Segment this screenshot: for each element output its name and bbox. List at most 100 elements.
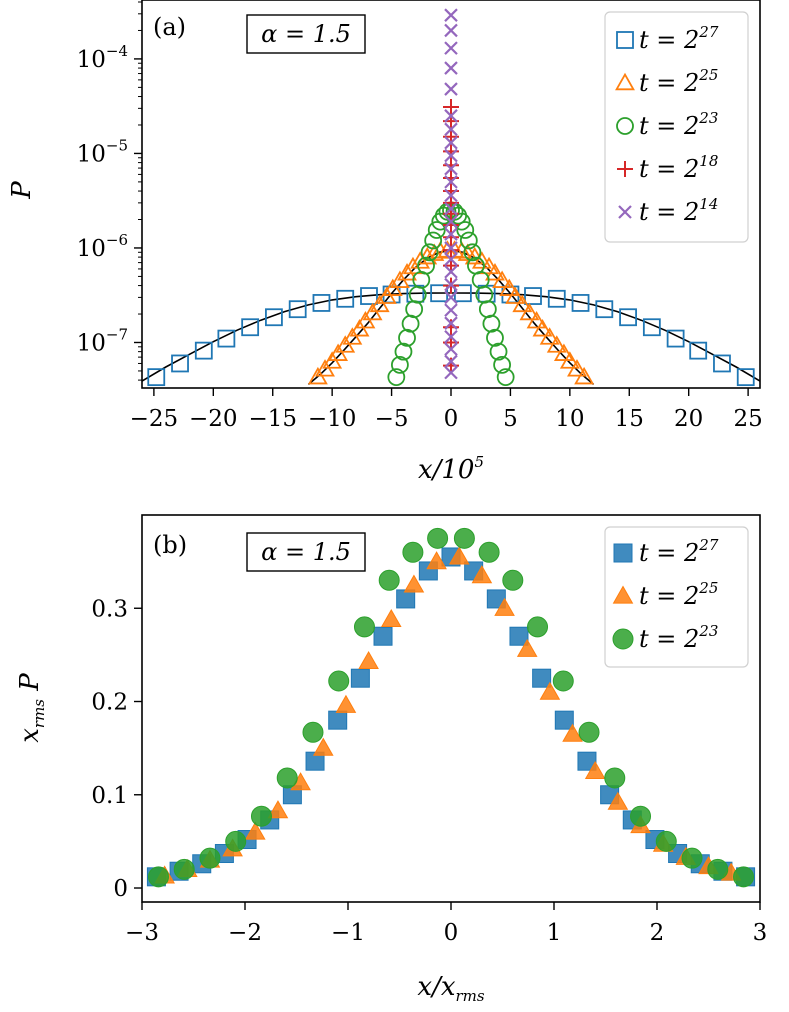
data-point bbox=[577, 751, 597, 771]
x-tick-label: −25 bbox=[130, 406, 179, 432]
data-point bbox=[444, 252, 458, 267]
panel-a-annotation: α = 1.5 bbox=[246, 14, 366, 54]
data-point bbox=[452, 212, 471, 231]
legend-marker bbox=[617, 161, 633, 177]
panel-b-xlabel: x/xrms bbox=[417, 972, 484, 1005]
data-point bbox=[502, 569, 524, 591]
data-point bbox=[554, 710, 574, 730]
legend-marker bbox=[613, 543, 633, 563]
data-point bbox=[225, 830, 247, 852]
data-point bbox=[604, 767, 626, 789]
data-point bbox=[444, 365, 458, 380]
data-point bbox=[350, 668, 370, 688]
y-tick-label: 0.1 bbox=[91, 783, 128, 809]
data-point bbox=[444, 135, 458, 150]
data-point bbox=[171, 354, 189, 373]
panel-a-xlabel: x/105 bbox=[418, 453, 484, 485]
data-point bbox=[655, 830, 677, 852]
panel-b-series-circle bbox=[147, 527, 755, 888]
data-point bbox=[444, 241, 458, 255]
data-point bbox=[336, 289, 355, 308]
data-point bbox=[595, 300, 614, 319]
data-point bbox=[380, 608, 402, 628]
data-point bbox=[493, 355, 512, 374]
legend-label: t = 223 bbox=[639, 622, 718, 653]
data-point bbox=[420, 243, 439, 262]
data-point bbox=[378, 569, 400, 591]
data-point bbox=[489, 342, 508, 361]
data-point bbox=[358, 650, 379, 669]
y-tick-label: 0.2 bbox=[91, 690, 128, 716]
data-point bbox=[443, 157, 459, 174]
data-point bbox=[444, 161, 458, 176]
data-point bbox=[681, 847, 703, 869]
data-point bbox=[485, 263, 505, 281]
data-point bbox=[666, 329, 685, 348]
data-point bbox=[387, 368, 406, 387]
data-point bbox=[426, 551, 447, 570]
data-point bbox=[360, 287, 378, 305]
data-point bbox=[444, 8, 458, 22]
data-point bbox=[471, 251, 492, 269]
panel-a-series-cross bbox=[444, 8, 458, 380]
data-point bbox=[459, 231, 478, 250]
data-point bbox=[444, 175, 458, 189]
data-point bbox=[444, 277, 458, 292]
data-point bbox=[405, 300, 424, 319]
data-point bbox=[147, 368, 166, 387]
data-point bbox=[312, 294, 331, 312]
data-point bbox=[444, 122, 458, 137]
panel-a-label: (a) bbox=[153, 13, 186, 41]
data-point bbox=[496, 368, 515, 387]
data-point bbox=[398, 328, 416, 347]
legend-label: t = 214 bbox=[639, 195, 718, 226]
panel-b-ylabel: xrms P bbox=[15, 673, 48, 743]
legend-label: t = 223 bbox=[639, 109, 718, 140]
data-point bbox=[424, 243, 445, 261]
data-point bbox=[505, 286, 526, 304]
panel-a-series-triangle-open bbox=[307, 240, 595, 385]
data-point bbox=[444, 303, 458, 317]
data-point bbox=[403, 574, 425, 593]
data-point bbox=[390, 355, 409, 374]
data-point bbox=[512, 294, 533, 313]
data-point bbox=[250, 805, 272, 827]
data-point bbox=[397, 263, 417, 281]
data-point bbox=[402, 541, 424, 563]
legend-marker bbox=[612, 585, 634, 604]
data-point bbox=[444, 201, 458, 216]
data-point bbox=[453, 527, 475, 549]
y-tick-label: 0.3 bbox=[91, 596, 128, 622]
data-point bbox=[607, 791, 629, 810]
x-tick-label: −1 bbox=[331, 920, 365, 946]
data-point bbox=[444, 23, 458, 38]
data-point bbox=[526, 310, 547, 329]
x-tick-label: 5 bbox=[503, 406, 518, 432]
panel-a-legend-box bbox=[604, 11, 749, 243]
data-point bbox=[276, 767, 298, 789]
panel-b-xlabel-sub: rms bbox=[456, 987, 485, 1005]
data-point bbox=[567, 359, 587, 377]
data-point bbox=[562, 723, 583, 742]
x-tick-label: −2 bbox=[228, 920, 262, 946]
data-point bbox=[736, 368, 755, 387]
data-point bbox=[448, 546, 470, 565]
data-point bbox=[267, 800, 289, 819]
data-point bbox=[444, 329, 458, 344]
data-point bbox=[499, 278, 520, 296]
data-point bbox=[444, 290, 458, 305]
data-point bbox=[552, 670, 574, 692]
data-point bbox=[401, 314, 420, 333]
data-point bbox=[546, 335, 567, 353]
data-point bbox=[689, 341, 708, 360]
data-point bbox=[302, 721, 324, 743]
data-point bbox=[444, 354, 458, 369]
data-point bbox=[444, 188, 458, 203]
data-point bbox=[443, 98, 459, 115]
data-point bbox=[444, 227, 458, 241]
y-tick-label: 10−4 bbox=[77, 42, 128, 73]
legend-marker bbox=[616, 117, 634, 135]
